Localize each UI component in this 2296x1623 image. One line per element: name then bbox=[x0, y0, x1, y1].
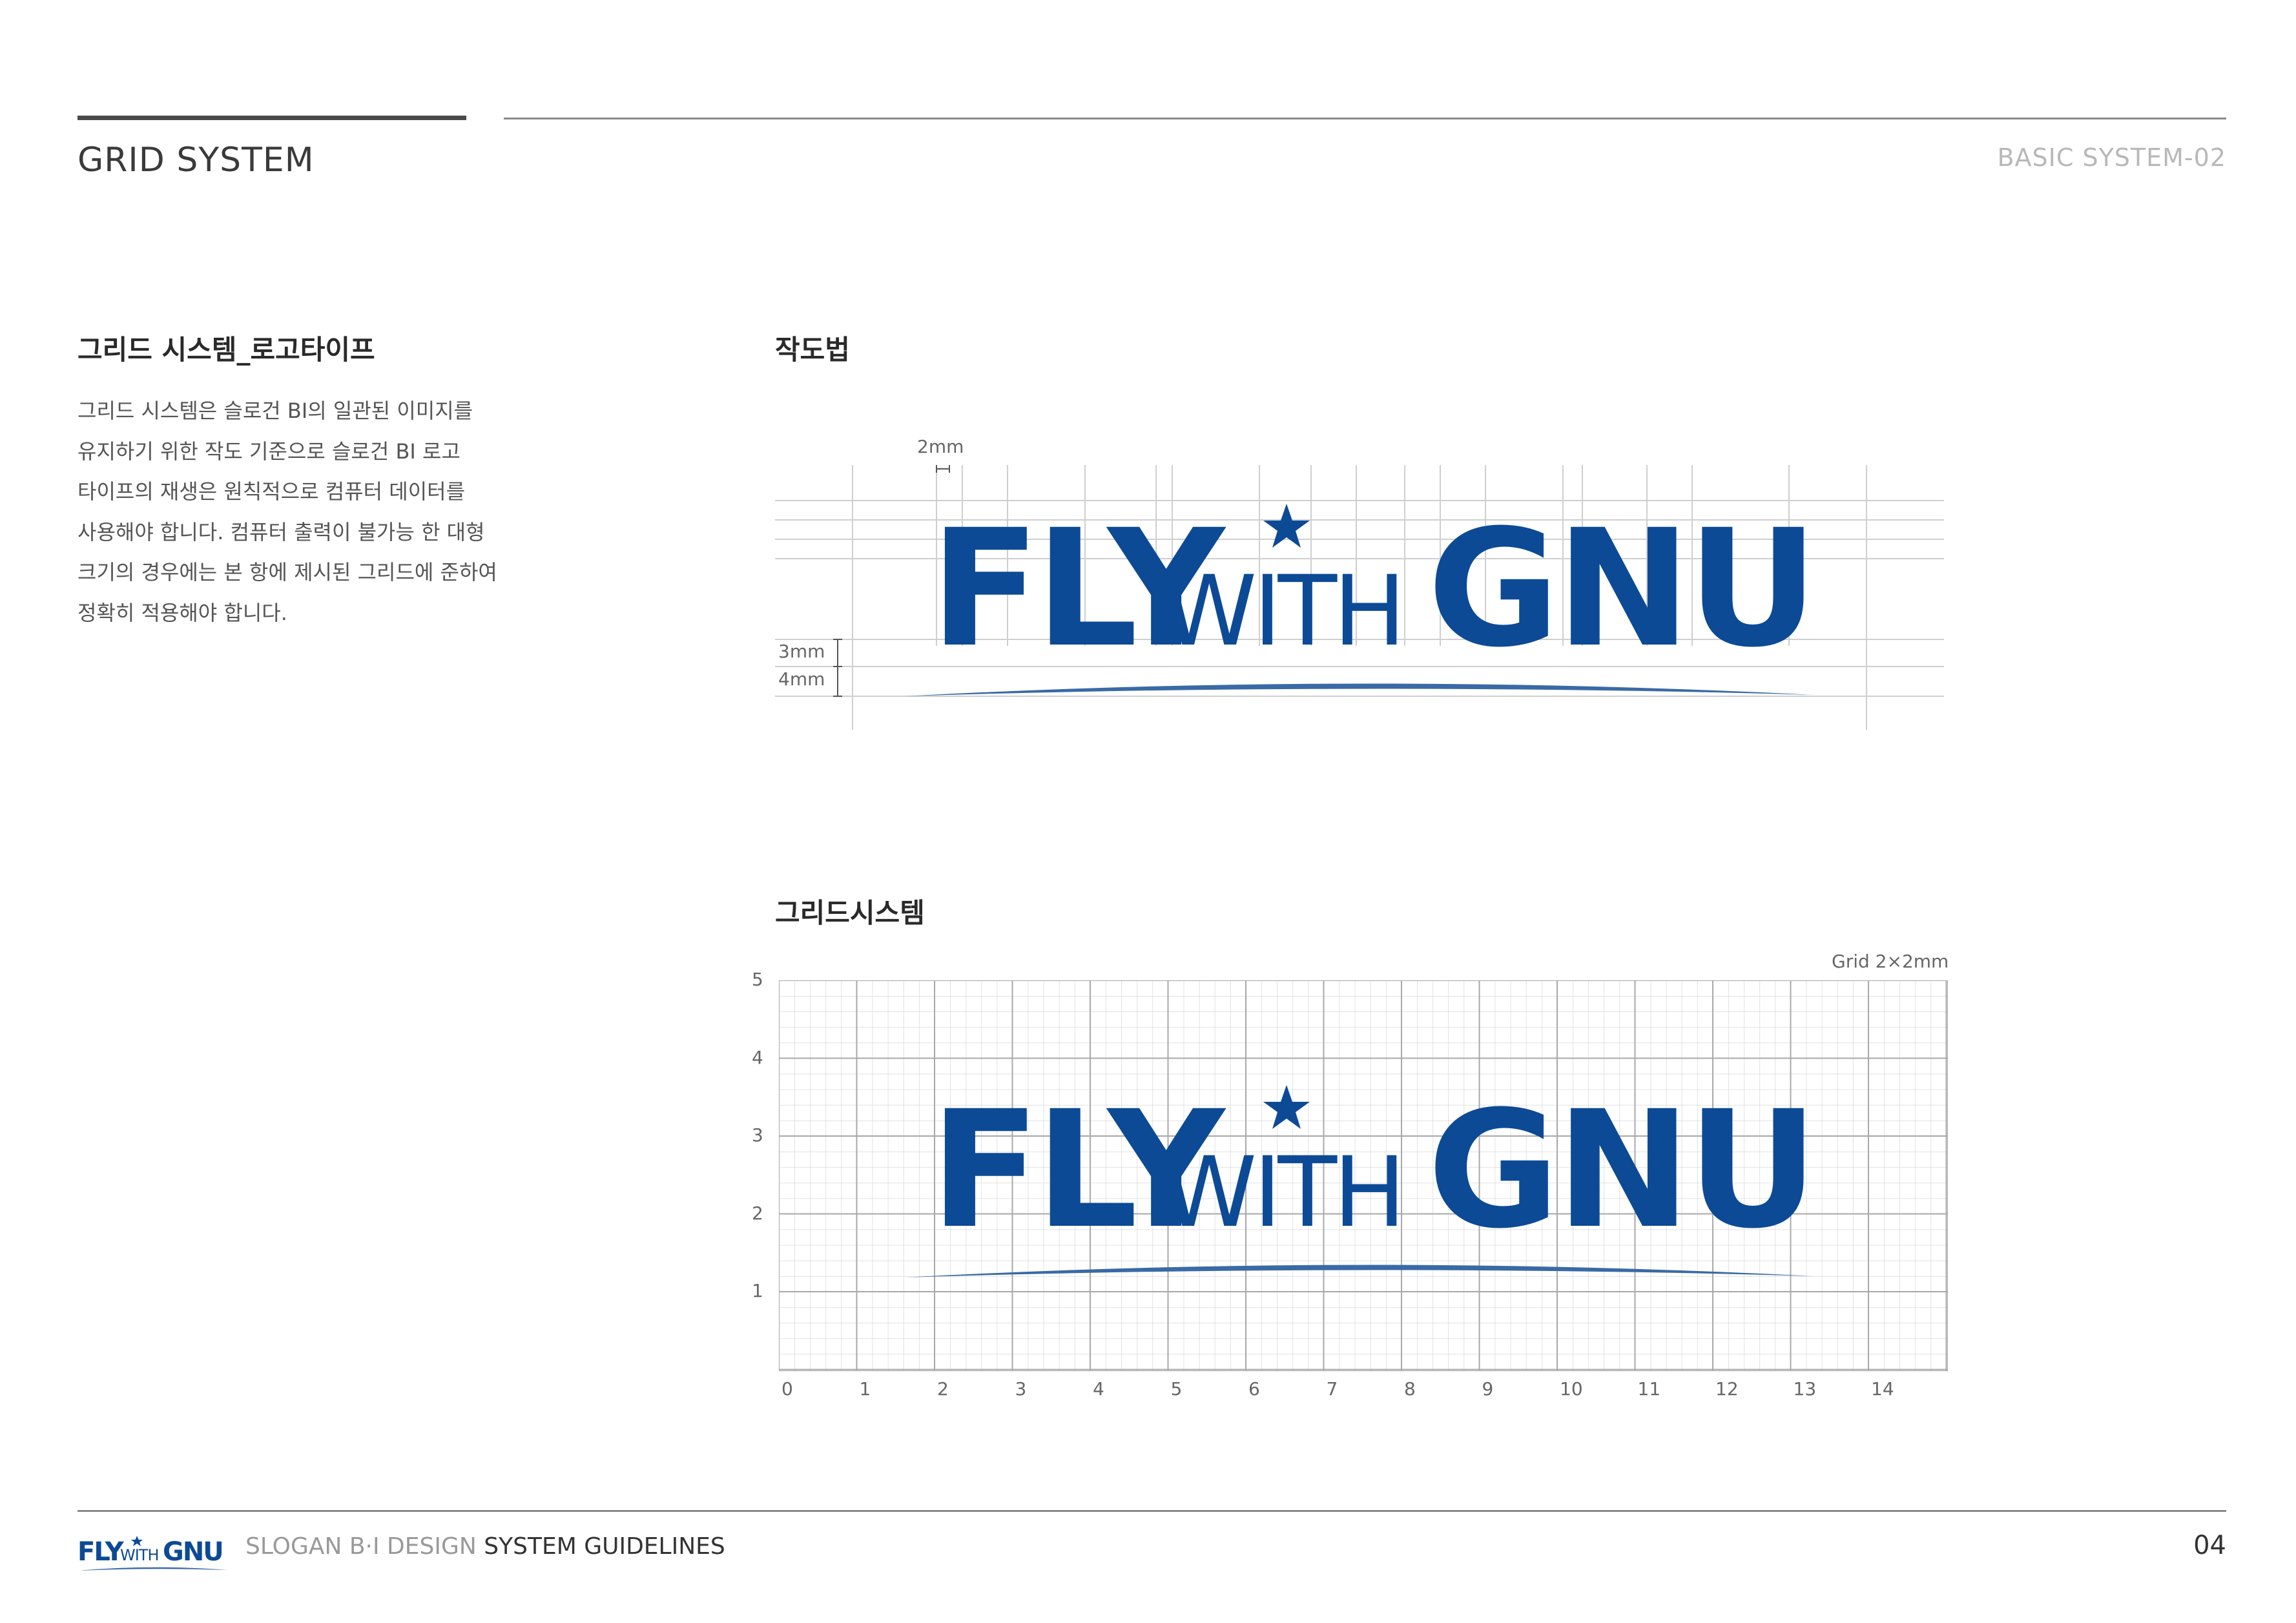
page-number: 04 bbox=[2193, 1531, 2226, 1560]
x-tick-label: 5 bbox=[1170, 1378, 1183, 1400]
description-line: 크기의 경우에는 본 항에 제시된 그리드에 준하여 bbox=[78, 560, 497, 584]
logo-construction: FLY WITH GNU bbox=[904, 495, 1818, 696]
footer-title-dark: SYSTEM GUIDELINES bbox=[484, 1533, 725, 1560]
logo-grid: FLY WITH GNU bbox=[904, 1076, 1818, 1277]
svg-text:WITH: WITH bbox=[120, 1546, 159, 1564]
swoosh-icon bbox=[78, 1567, 227, 1571]
x-tick-label: 8 bbox=[1404, 1378, 1416, 1400]
x-tick-label: 1 bbox=[859, 1378, 871, 1400]
description-line: 유지하기 위한 작도 기준으로 슬로건 BI 로고 bbox=[78, 439, 460, 464]
page-code: BASIC SYSTEM-02 bbox=[1997, 143, 2226, 172]
star-icon bbox=[131, 1536, 143, 1546]
x-tick-label: 11 bbox=[1637, 1378, 1661, 1400]
x-tick-label: 10 bbox=[1560, 1378, 1583, 1400]
x-tick-label: 6 bbox=[1248, 1378, 1260, 1400]
footer-rule bbox=[78, 1510, 2226, 1512]
logo-text-with: WITH bbox=[1161, 1137, 1402, 1249]
star-icon bbox=[1263, 504, 1310, 548]
x-tick-label: 13 bbox=[1793, 1378, 1817, 1400]
x-tick-label: 0 bbox=[781, 1378, 793, 1400]
logo-text-gnu: GNU bbox=[1427, 1076, 1814, 1264]
section-heading-grid: 그리드시스템 bbox=[775, 897, 925, 929]
description-line: 사용해야 합니다. 컴퓨터 출력이 불가능 한 대형 bbox=[78, 519, 485, 544]
y-tick-label: 2 bbox=[752, 1202, 763, 1224]
grid-background bbox=[779, 980, 1948, 1371]
y-tick-label: 4 bbox=[752, 1046, 763, 1068]
header-rule-thin bbox=[504, 118, 2226, 119]
x-tick-label: 3 bbox=[1015, 1378, 1027, 1400]
section-heading-logotype: 그리드 시스템_로고타이프 bbox=[78, 334, 375, 366]
dimension-label-2mm: 2mm bbox=[917, 436, 964, 457]
footer-logo: FLY WITH GNU bbox=[78, 1536, 227, 1571]
page-title: GRID SYSTEM bbox=[78, 141, 315, 180]
x-tick-label: 4 bbox=[1093, 1378, 1104, 1400]
y-tick-label: 5 bbox=[752, 969, 763, 990]
dimension-label-3mm: 3mm bbox=[778, 641, 825, 662]
header-rule-thick bbox=[78, 116, 466, 120]
y-tick-label: 1 bbox=[752, 1280, 763, 1301]
dimension-label-4mm: 4mm bbox=[778, 668, 825, 690]
grid-caption: Grid 2×2mm bbox=[1832, 951, 1949, 972]
description-line: 정확히 적용해야 합니다. bbox=[78, 600, 287, 625]
section-heading-construction: 작도법 bbox=[775, 334, 850, 366]
svg-text:FLY: FLY bbox=[78, 1537, 125, 1567]
footer-title: SLOGAN B·I DESIGN SYSTEM GUIDELINES bbox=[245, 1533, 725, 1560]
construction-lines bbox=[775, 465, 1944, 730]
star-icon bbox=[1263, 1085, 1310, 1129]
x-tick-label: 9 bbox=[1482, 1378, 1494, 1400]
description-paragraph: 그리드 시스템은 슬로건 BI의 일관된 이미지를 유지하기 위한 작도 기준으… bbox=[78, 391, 497, 633]
footer-title-light: SLOGAN B·I DESIGN bbox=[245, 1533, 484, 1560]
y-tick-label: 3 bbox=[752, 1124, 763, 1146]
x-tick-label: 12 bbox=[1715, 1378, 1739, 1400]
construction-diagram: 2mm 3mm 4mm bbox=[775, 426, 1944, 749]
svg-text:GNU: GNU bbox=[163, 1537, 223, 1567]
x-tick-label: 14 bbox=[1871, 1378, 1894, 1400]
x-tick-label: 2 bbox=[937, 1378, 949, 1400]
description-line: 그리드 시스템은 슬로건 BI의 일관된 이미지를 bbox=[78, 398, 473, 423]
logo-text-with: WITH bbox=[1161, 555, 1402, 668]
logo-text-gnu: GNU bbox=[1427, 495, 1814, 683]
swoosh-icon bbox=[904, 683, 1815, 696]
swoosh-icon bbox=[904, 1265, 1815, 1277]
logo-text-fly: FLY bbox=[930, 1076, 1226, 1264]
description-line: 타이프의 재생은 원칙적으로 컴퓨터 데이터를 bbox=[78, 479, 466, 504]
x-tick-label: 7 bbox=[1326, 1378, 1338, 1400]
logo-text-fly: FLY bbox=[930, 495, 1226, 683]
